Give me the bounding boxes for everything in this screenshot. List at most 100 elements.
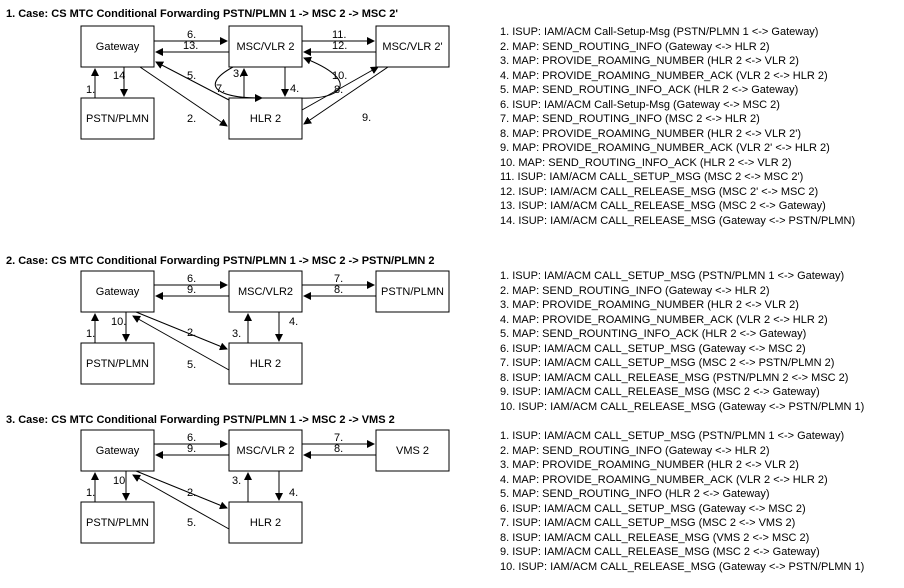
case-2-step: 8. ISUP: IAM/ACM CALL_RELEASE_MSG (PSTN/… — [500, 371, 849, 384]
case-2-node-pstn — [80, 342, 155, 385]
case-3-label-8: 8. — [334, 443, 343, 455]
case-1-arrow-2 — [139, 66, 228, 127]
case-1-label-2: 2. — [187, 113, 196, 125]
case-3-label-4: 4. — [289, 487, 298, 499]
case-2-title: 2. Case: CS MTC Conditional Forwarding P… — [6, 255, 435, 267]
case-1-label-6: 6. — [187, 29, 196, 41]
case-1-label-8: 8. — [334, 84, 343, 96]
case-1-step: 10. MAP: SEND_ROUTING_INFO_ACK (HLR 2 <-… — [500, 156, 792, 169]
case-1-target-label: MSC/VLR 2' — [382, 41, 442, 53]
case-3-label-1: 1. — [86, 487, 95, 499]
case-3-step: 1. ISUP: IAM/ACM CALL_SETUP_MSG (PSTN/PL… — [500, 430, 845, 442]
case-2-gateway-label: Gateway — [96, 286, 140, 298]
case-1-step: 11. ISUP: IAM/ACM CALL_SETUP_MSG (MSC 2 … — [500, 171, 804, 183]
case-2-step: 1. ISUP: IAM/ACM CALL_SETUP_MSG (PSTN/PL… — [500, 270, 845, 282]
case-2-step: 2. MAP: SEND_ROUTING_INFO (Gateway <-> H… — [500, 284, 770, 297]
case-2-step: 3. MAP: PROVIDE_ROAMING_NUMBER (HLR 2 <-… — [500, 299, 799, 311]
case-3-hlr-label: HLR 2 — [250, 517, 281, 529]
case-1-step: 1. ISUP: IAM/ACM Call-Setup-Msg (PSTN/PL… — [500, 26, 819, 38]
case-3-node-pstn — [80, 501, 155, 544]
case-2-diagram: Gateway MSC/VLR2 PSTN/PLMN PSTN/PLMN HLR… — [80, 270, 450, 385]
case-2-step: 5. MAP: SEND_ROUNTING_INFO_ACK (HLR 2 <-… — [500, 328, 807, 340]
case-1-step: 14. ISUP: IAM/ACM CALL_RELEASE_MSG (Gate… — [500, 214, 856, 227]
case-3-node-hlr — [228, 501, 303, 544]
case-3-diagram: Gateway MSC/VLR 2 VMS 2 PSTN/PLMN HLR 2 … — [80, 429, 450, 544]
case-3-node-msc — [228, 429, 303, 472]
case-1-label-5: 5. — [187, 70, 196, 82]
case-1-arrow-5 — [155, 61, 230, 101]
case-2-node-msc — [228, 270, 303, 313]
case-3-steps: 1. ISUP: IAM/ACM CALL_SETUP_MSG (PSTN/PL… — [500, 429, 864, 574]
case-2-hlr-label: HLR 2 — [250, 358, 281, 370]
case-1-title: 1. Case: CS MTC Conditional Forwarding P… — [6, 8, 398, 20]
case-2-label-7: 7. — [334, 273, 343, 285]
case-1-label-1: 1. — [86, 84, 95, 96]
case-2-step: 7. ISUP: IAM/ACM CALL_SETUP_MSG (MSC 2 <… — [500, 357, 835, 369]
case-3-target-label: VMS 2 — [396, 445, 429, 457]
case-2-arrow-5 — [132, 315, 230, 371]
case-3-node-gateway — [80, 429, 155, 472]
case-2-label-9: 9. — [187, 284, 196, 296]
case-1-node-msc — [228, 25, 303, 68]
case-3-label-3: 3. — [232, 475, 241, 487]
case-3-arrow-5 — [132, 474, 230, 530]
case-1-label-7: 7. — [216, 83, 225, 95]
case-1-step: 4. MAP: PROVIDE_ROAMING_NUMBER_ACK (VLR … — [500, 69, 828, 82]
case-1-step: 3. MAP: PROVIDE_ROAMING_NUMBER (HLR 2 <-… — [500, 55, 799, 67]
case-2-target-label: PSTN/PLMN — [381, 286, 444, 298]
case-1-msc-label: MSC/VLR 2 — [236, 41, 294, 53]
case-2-step: 4. MAP: PROVIDE_ROAMING_NUMBER_ACK (VLR … — [500, 313, 828, 326]
case-2-step: 6. ISUP: IAM/ACM CALL_SETUP_MSG (Gateway… — [500, 342, 806, 355]
case-3-arrow-2 — [135, 470, 228, 510]
case-3-step: 4. MAP: PROVIDE_ROAMING_NUMBER_ACK (VLR … — [500, 473, 828, 486]
case-3-step: 6. ISUP: IAM/ACM CALL_SETUP_MSG (Gateway… — [500, 502, 806, 515]
case-1-steps: 1. ISUP: IAM/ACM Call-Setup-Msg (PSTN/PL… — [500, 25, 855, 228]
case-2-label-8: 8. — [334, 284, 343, 296]
case-2-label-6: 6. — [187, 273, 196, 285]
case-3-step: 10. ISUP: IAM/ACM CALL_RELEASE_MSG (Gate… — [500, 560, 865, 573]
case-2-pstn-label: PSTN/PLMN — [86, 358, 149, 370]
case-1-node-hlr — [228, 97, 303, 140]
case-3-node-target — [375, 429, 450, 472]
case-2-label-4: 4. — [289, 316, 298, 328]
case-3-label-9: 9. — [187, 443, 196, 455]
case-1-pstn-label: PSTN/PLMN — [86, 113, 149, 125]
case-3-step: 2. MAP: SEND_ROUTING_INFO (Gateway <-> H… — [500, 444, 770, 457]
case-1-arrow-7 — [214, 66, 263, 102]
case-3-label-7: 7. — [334, 432, 343, 444]
case-3-gateway-label: Gateway — [96, 445, 140, 457]
case-1-label-13: 13. — [183, 40, 198, 52]
case-3-step: 7. ISUP: IAM/ACM CALL_SETUP_MSG (MSC 2 <… — [500, 517, 796, 529]
case-2-label-10: 10. — [111, 316, 126, 328]
case-1-step: 7. MAP: SEND_ROUTING_INFO (MSC 2 <-> HLR… — [500, 113, 760, 125]
case-2-step: 10. ISUP: IAM/ACM CALL_RELEASE_MSG (Gate… — [500, 400, 865, 413]
case-3-step: 8. ISUP: IAM/ACM CALL_RELEASE_MSG (VMS 2… — [500, 531, 810, 544]
case-1-label-9: 9. — [362, 112, 371, 124]
case-2-node-target — [375, 270, 450, 313]
case-3-label-6: 6. — [187, 432, 196, 444]
case-1-arrow-9 — [303, 66, 389, 125]
case-2-label-2: 2. — [187, 327, 196, 339]
case-1-label-4: 4. — [290, 83, 299, 95]
case-2-step: 9. ISUP: IAM/ACM CALL_RELEASE_MSG (MSC 2… — [500, 386, 820, 398]
case-3-msc-label: MSC/VLR 2 — [236, 445, 294, 457]
case-1-step: 6. ISUP: IAM/ACM Call-Setup-Msg (Gateway… — [500, 98, 780, 111]
case-3-pstn-label: PSTN/PLMN — [86, 517, 149, 529]
case-1-step: 12. ISUP: IAM/ACM CALL_RELEASE_MSG (MSC … — [500, 185, 819, 198]
case-3-label-10: 10 — [113, 475, 125, 487]
case-1-gateway-label: Gateway — [96, 41, 140, 53]
case-1-arrow-8 — [301, 66, 379, 111]
case-1-step: 5. MAP: SEND_ROUTING_INFO_ACK (HLR 2 <->… — [500, 84, 799, 96]
case-2-label-1: 1. — [86, 328, 95, 340]
case-1-label-12: 12. — [332, 40, 347, 52]
case-1-label-11: 11. — [332, 29, 346, 41]
case-1-step: 9. MAP: PROVIDE_ROAMING_NUMBER_ACK (VLR … — [500, 142, 830, 154]
case-2-label-5: 5. — [187, 359, 196, 371]
case-1-arrow-10 — [299, 56, 341, 99]
case-1-step: 13. ISUP: IAM/ACM CALL_RELEASE_MSG (MSC … — [500, 200, 826, 212]
case-2-msc-label: MSC/VLR2 — [238, 286, 293, 298]
case-2-arrow-2 — [135, 311, 228, 351]
case-1-diagram: Gateway MSC/VLR 2 MSC/VLR 2' PSTN/PLMN H… — [80, 25, 450, 140]
case-1-label-3: 3. — [233, 68, 242, 80]
case-1-node-target — [375, 25, 450, 68]
